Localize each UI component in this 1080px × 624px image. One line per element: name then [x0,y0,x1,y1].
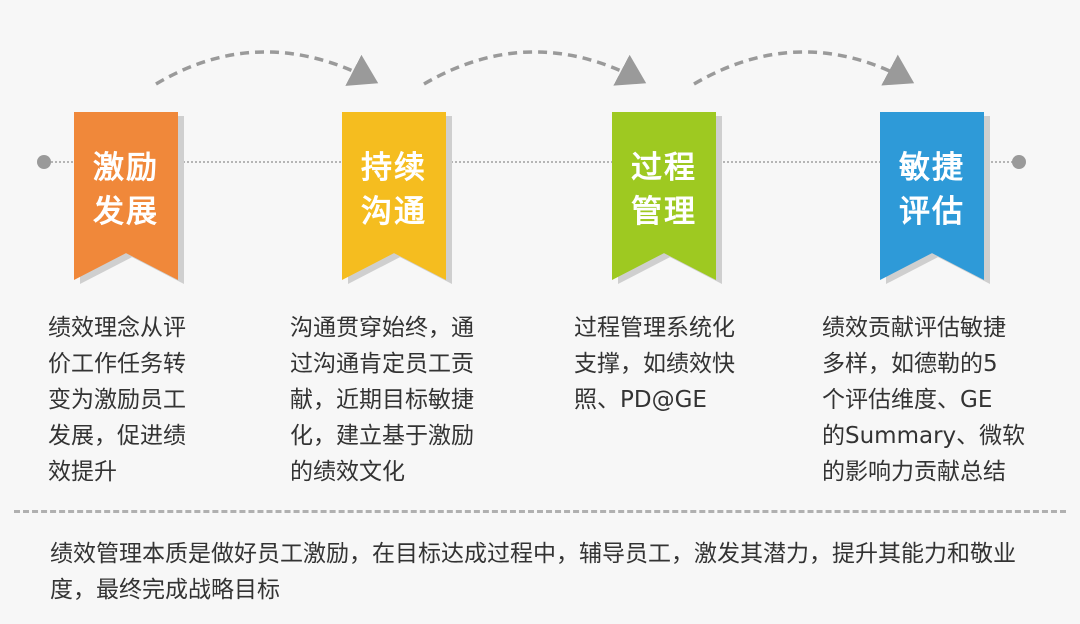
timeline-start-dot [37,155,51,169]
banner-title: 持续 沟通 [342,146,446,234]
banner-flag [342,112,446,280]
step-description-4: 绩效贡献评估敏捷 多样，如德勒的5 个评估维度、GE 的Summary、微软 的… [822,315,1026,485]
connector-arrow-2 [423,50,647,86]
banner-title: 过程 管理 [612,146,716,234]
banner-title: 敏捷 评估 [880,146,984,234]
banner-flag [612,112,716,280]
banner-flag [74,112,178,280]
banner-title: 激励 发展 [74,146,178,234]
banner-title-line1: 激励 [93,150,159,186]
banner-title-line1: 敏捷 [899,150,965,186]
summary-text: 绩效管理本质是做好员工激励，在目标达成过程中，辅导员工，激发其潜力，提升其能力和… [50,541,1016,603]
banner-communication: 持续 沟通 [342,112,452,284]
connector-arrow-1 [155,50,379,86]
connector-arrow-3 [693,50,915,86]
banner-title-line2: 沟通 [361,194,427,230]
banner-title-line2: 评估 [899,194,965,230]
banner-flag [880,112,984,280]
timeline-end-dot [1012,155,1026,169]
banner-agile-evaluation: 敏捷 评估 [880,112,990,284]
banner-title-line2: 发展 [93,194,159,230]
timeline-line [44,161,1020,163]
dashed-separator [14,510,1066,513]
banner-title-line1: 过程 [631,150,697,186]
step-description-2: 沟通贯穿始终，通 过沟通肯定员工贡 献，近期目标敏捷 化，建立基于激励 的绩效文… [290,315,474,485]
banner-title-line1: 持续 [361,150,427,186]
banner-title-line2: 管理 [631,194,697,230]
banner-motivation: 激励 发展 [74,112,184,284]
step-description-3: 过程管理系统化 支撑，如绩效快 照、PD@GE [574,315,735,413]
banner-process-management: 过程 管理 [612,112,722,284]
step-description-1: 绩效理念从评 价工作任务转 变为激励员工 发展，促进绩 效提升 [48,315,186,485]
